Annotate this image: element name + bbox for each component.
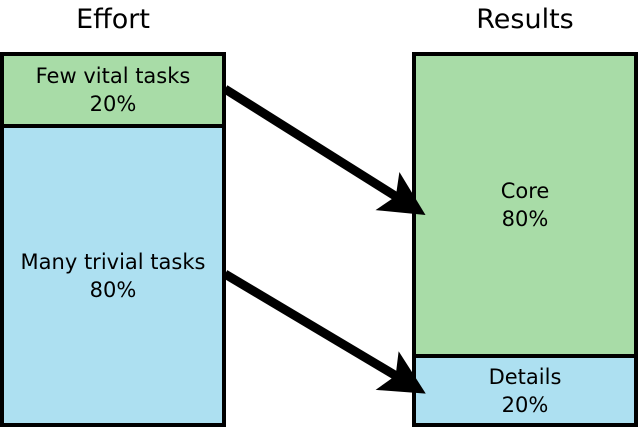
segment-percent-few-vital-tasks: 20% <box>89 92 137 116</box>
results-stack: Core 80% Details 20% <box>412 52 638 427</box>
segment-percent-core: 80% <box>501 207 549 231</box>
effort-stack: Few vital tasks 20% Many trivial tasks 8… <box>0 52 226 427</box>
segment-label-many-trivial-tasks: Many trivial tasks <box>20 249 206 274</box>
segment-label-few-vital-tasks: Few vital tasks <box>35 64 191 88</box>
segment-percent-many-trivial-tasks: 80% <box>89 277 137 302</box>
segment-many-trivial-tasks[interactable]: Many trivial tasks 80% <box>4 128 222 423</box>
segment-label-core: Core <box>500 179 550 203</box>
column-title-effort: Effort <box>76 4 150 35</box>
segment-label-details: Details <box>488 364 562 389</box>
arrow-vital-to-core <box>222 85 426 216</box>
segment-few-vital-tasks[interactable]: Few vital tasks 20% <box>4 56 222 128</box>
column-title-results: Results <box>476 4 574 35</box>
segment-percent-details: 20% <box>501 392 549 417</box>
segment-details[interactable]: Details 20% <box>416 358 634 423</box>
segment-core[interactable]: Core 80% <box>416 56 634 358</box>
arrow-trivial-to-details <box>222 270 426 394</box>
